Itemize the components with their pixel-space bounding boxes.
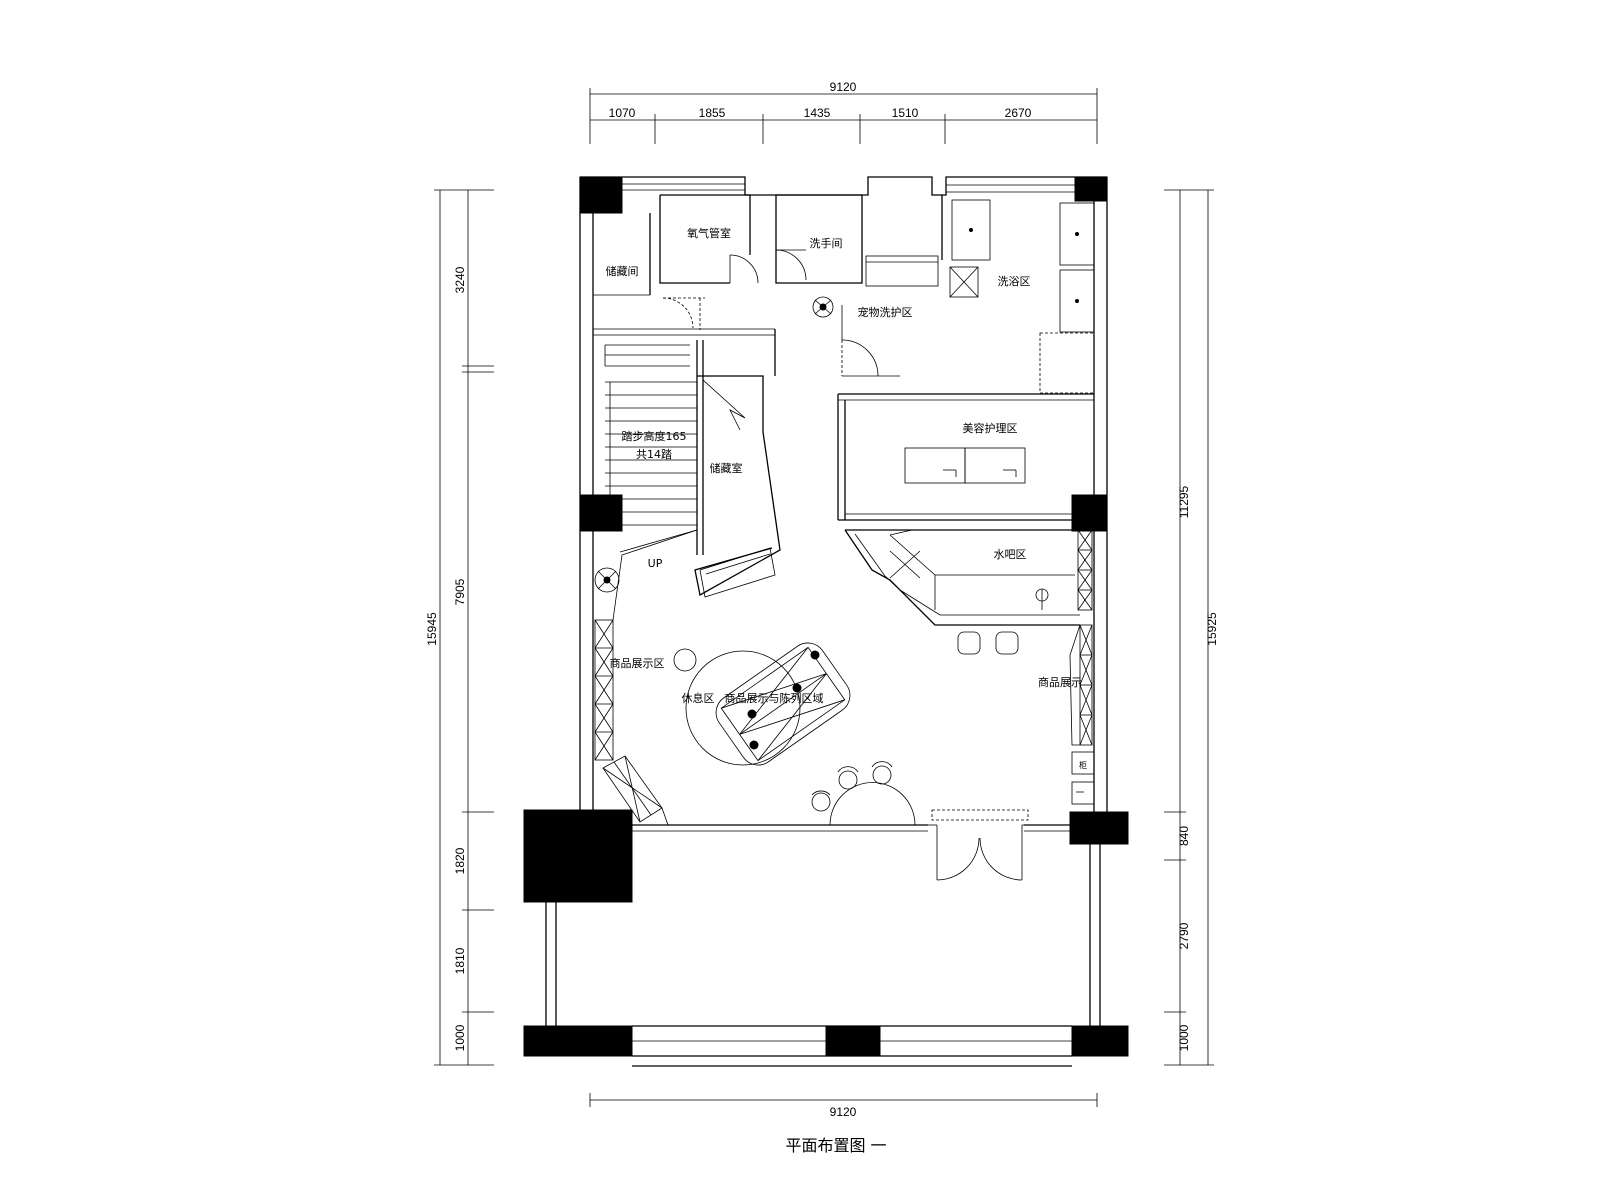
dim-top-seg: 2670: [1005, 106, 1032, 120]
dim-right-seg: 11295: [1177, 485, 1191, 518]
label-up: UP: [648, 557, 663, 570]
column: [1074, 176, 1108, 202]
left-display-shelves: [594, 529, 698, 826]
dim-right-seg: 840: [1177, 826, 1191, 846]
wash-tub: [1059, 269, 1095, 333]
dim-left-seg: 3240: [453, 266, 467, 293]
bar-counter: [844, 529, 1080, 655]
column: [1071, 1025, 1129, 1057]
partitions: [593, 194, 1094, 597]
chair: [811, 792, 831, 812]
wash-tub: [1059, 202, 1095, 266]
label-island: 商品展示与陈列区域: [725, 691, 824, 705]
dimension-top: 9120 1070 1855 1435 1510 2670: [589, 80, 1098, 144]
plant-icon: [812, 296, 834, 318]
doors: [662, 249, 1030, 881]
beauty-table: [904, 447, 1026, 484]
structural-columns: [523, 176, 1129, 1057]
column: [523, 809, 633, 903]
bar-stool: [957, 631, 981, 655]
label-pet-wash: 宠物洗护区: [858, 305, 913, 319]
dim-right-seg: 1000: [1177, 1024, 1191, 1051]
dim-right-seg: 2790: [1177, 922, 1191, 949]
label-stair-note: 共14踏: [636, 447, 672, 461]
label-storage: 储藏间: [606, 264, 639, 278]
dim-top-seg: 1435: [804, 106, 831, 120]
equipment-box: [949, 266, 979, 298]
lounge-table: [811, 761, 916, 826]
dim-bottom-total: 9120: [830, 1105, 857, 1119]
dim-top-seg: 1070: [609, 106, 636, 120]
label-display-right: 商品展示: [1038, 675, 1082, 689]
dimension-right: 11295 15925 840 2790 1000: [1164, 189, 1219, 1066]
dim-left-seg: 1820: [453, 847, 467, 874]
rest-table: [685, 650, 801, 766]
dim-top-total: 9120: [830, 80, 857, 94]
column: [1071, 494, 1108, 532]
dim-left-total: 15945: [425, 612, 439, 646]
column: [579, 176, 623, 214]
label-rest: 休息区: [682, 691, 715, 705]
column: [579, 494, 623, 532]
label-bar: 水吧区: [994, 548, 1027, 561]
drawing-title: 平面布置图 一: [785, 1136, 886, 1155]
staircase: [604, 344, 776, 598]
dim-left-seg: 1810: [453, 947, 467, 974]
center-display-island: [673, 642, 851, 766]
dim-left-seg: 1000: [453, 1024, 467, 1051]
room-labels: 储藏间 氧气管室 洗手间 洗浴区 宠物洗护区 美容护理区 踏步高度165 共14…: [606, 226, 1088, 770]
dimension-left: 15945 3240 7905 1820 1810 1000: [425, 189, 494, 1066]
bar-stool: [995, 631, 1019, 655]
label-display-left: 商品展示区: [610, 656, 665, 670]
column: [1069, 811, 1129, 845]
chair: [872, 765, 892, 785]
label-stair-note: 踏步高度165: [622, 429, 687, 443]
label-cabinet: 柜: [1079, 760, 1087, 770]
chair: [838, 770, 858, 790]
plants: [594, 296, 834, 593]
label-toilet: 洗手间: [810, 236, 843, 250]
dimension-bottom: 9120: [589, 1093, 1098, 1119]
dim-top-seg: 1510: [892, 106, 919, 120]
walls: [545, 176, 1108, 1067]
dim-top-seg: 1855: [699, 106, 726, 120]
wash-fixtures: [949, 199, 1095, 394]
cabinet: [1071, 751, 1095, 775]
label-store-room: 储藏室: [710, 461, 743, 475]
label-wash: 洗浴区: [998, 275, 1031, 288]
column: [523, 1025, 633, 1057]
plant-icon: [594, 567, 620, 593]
dim-right-total: 15925: [1205, 612, 1219, 646]
cabinet: [1071, 781, 1095, 805]
label-oxygen: 氧气管室: [687, 226, 731, 240]
right-display-shelves: [1069, 529, 1095, 805]
label-beauty: 美容护理区: [963, 421, 1018, 435]
wash-tub: [951, 199, 991, 261]
dim-left-seg: 7905: [453, 578, 467, 605]
